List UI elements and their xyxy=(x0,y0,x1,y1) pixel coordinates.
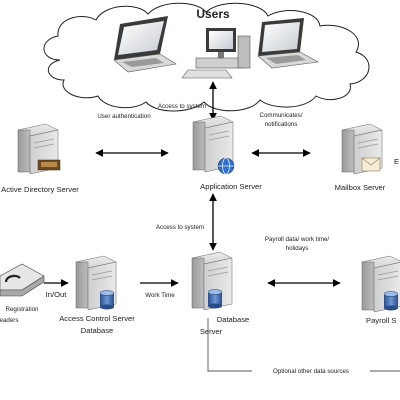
mailbox-server-label: Mailbox Server xyxy=(335,183,386,192)
database-server-icon xyxy=(191,251,233,311)
laptop-icon xyxy=(257,18,319,69)
db-server-label-line2: Server xyxy=(200,327,223,336)
registration-label-line1: Registration xyxy=(5,306,39,313)
application-server-icon xyxy=(192,115,235,175)
laptop-icon xyxy=(113,16,177,73)
ad-server-label: Active Directory Server xyxy=(1,185,79,194)
optional-sources-line xyxy=(207,318,400,372)
mailbox-server-icon xyxy=(341,123,383,175)
optional-label-bg xyxy=(252,366,370,375)
db-server-label-line1: Database xyxy=(217,315,250,324)
payroll-server-label: Payroll S xyxy=(366,316,396,325)
cloud-label: Users xyxy=(196,7,230,21)
edge-label-app-mail-2: notifications xyxy=(265,121,298,128)
registration-label-line2: eaders xyxy=(0,317,18,324)
desktop-computer-icon xyxy=(181,28,251,79)
edge-label-app-mail-1: Communicates/ xyxy=(260,112,303,119)
edge-label-payroll-2: holidays xyxy=(286,245,309,252)
acs-label-line1: Access Control Server xyxy=(59,314,135,323)
active-directory-server-icon xyxy=(17,123,61,175)
edge-label-in-out: In/Out xyxy=(46,290,68,299)
edge-label-work-time: Work Time xyxy=(145,292,175,299)
mailbox-partial-label: E xyxy=(394,157,399,166)
edge-label-users-app: Access to system xyxy=(158,103,206,110)
edge-label-app-db: Access to system xyxy=(156,224,204,231)
edge-label-payroll-1: Payroll data/ work time/ xyxy=(265,236,330,243)
edge-label-optional-sources: Optional other data sources xyxy=(273,368,349,375)
acs-label-line2: Database xyxy=(81,326,114,335)
access-control-server-icon xyxy=(75,255,117,311)
card-reader-icon xyxy=(0,263,45,297)
app-server-label: Application Server xyxy=(200,182,262,191)
payroll-server-icon xyxy=(361,255,400,313)
edge-label-app-ad: User authentication xyxy=(97,113,151,120)
